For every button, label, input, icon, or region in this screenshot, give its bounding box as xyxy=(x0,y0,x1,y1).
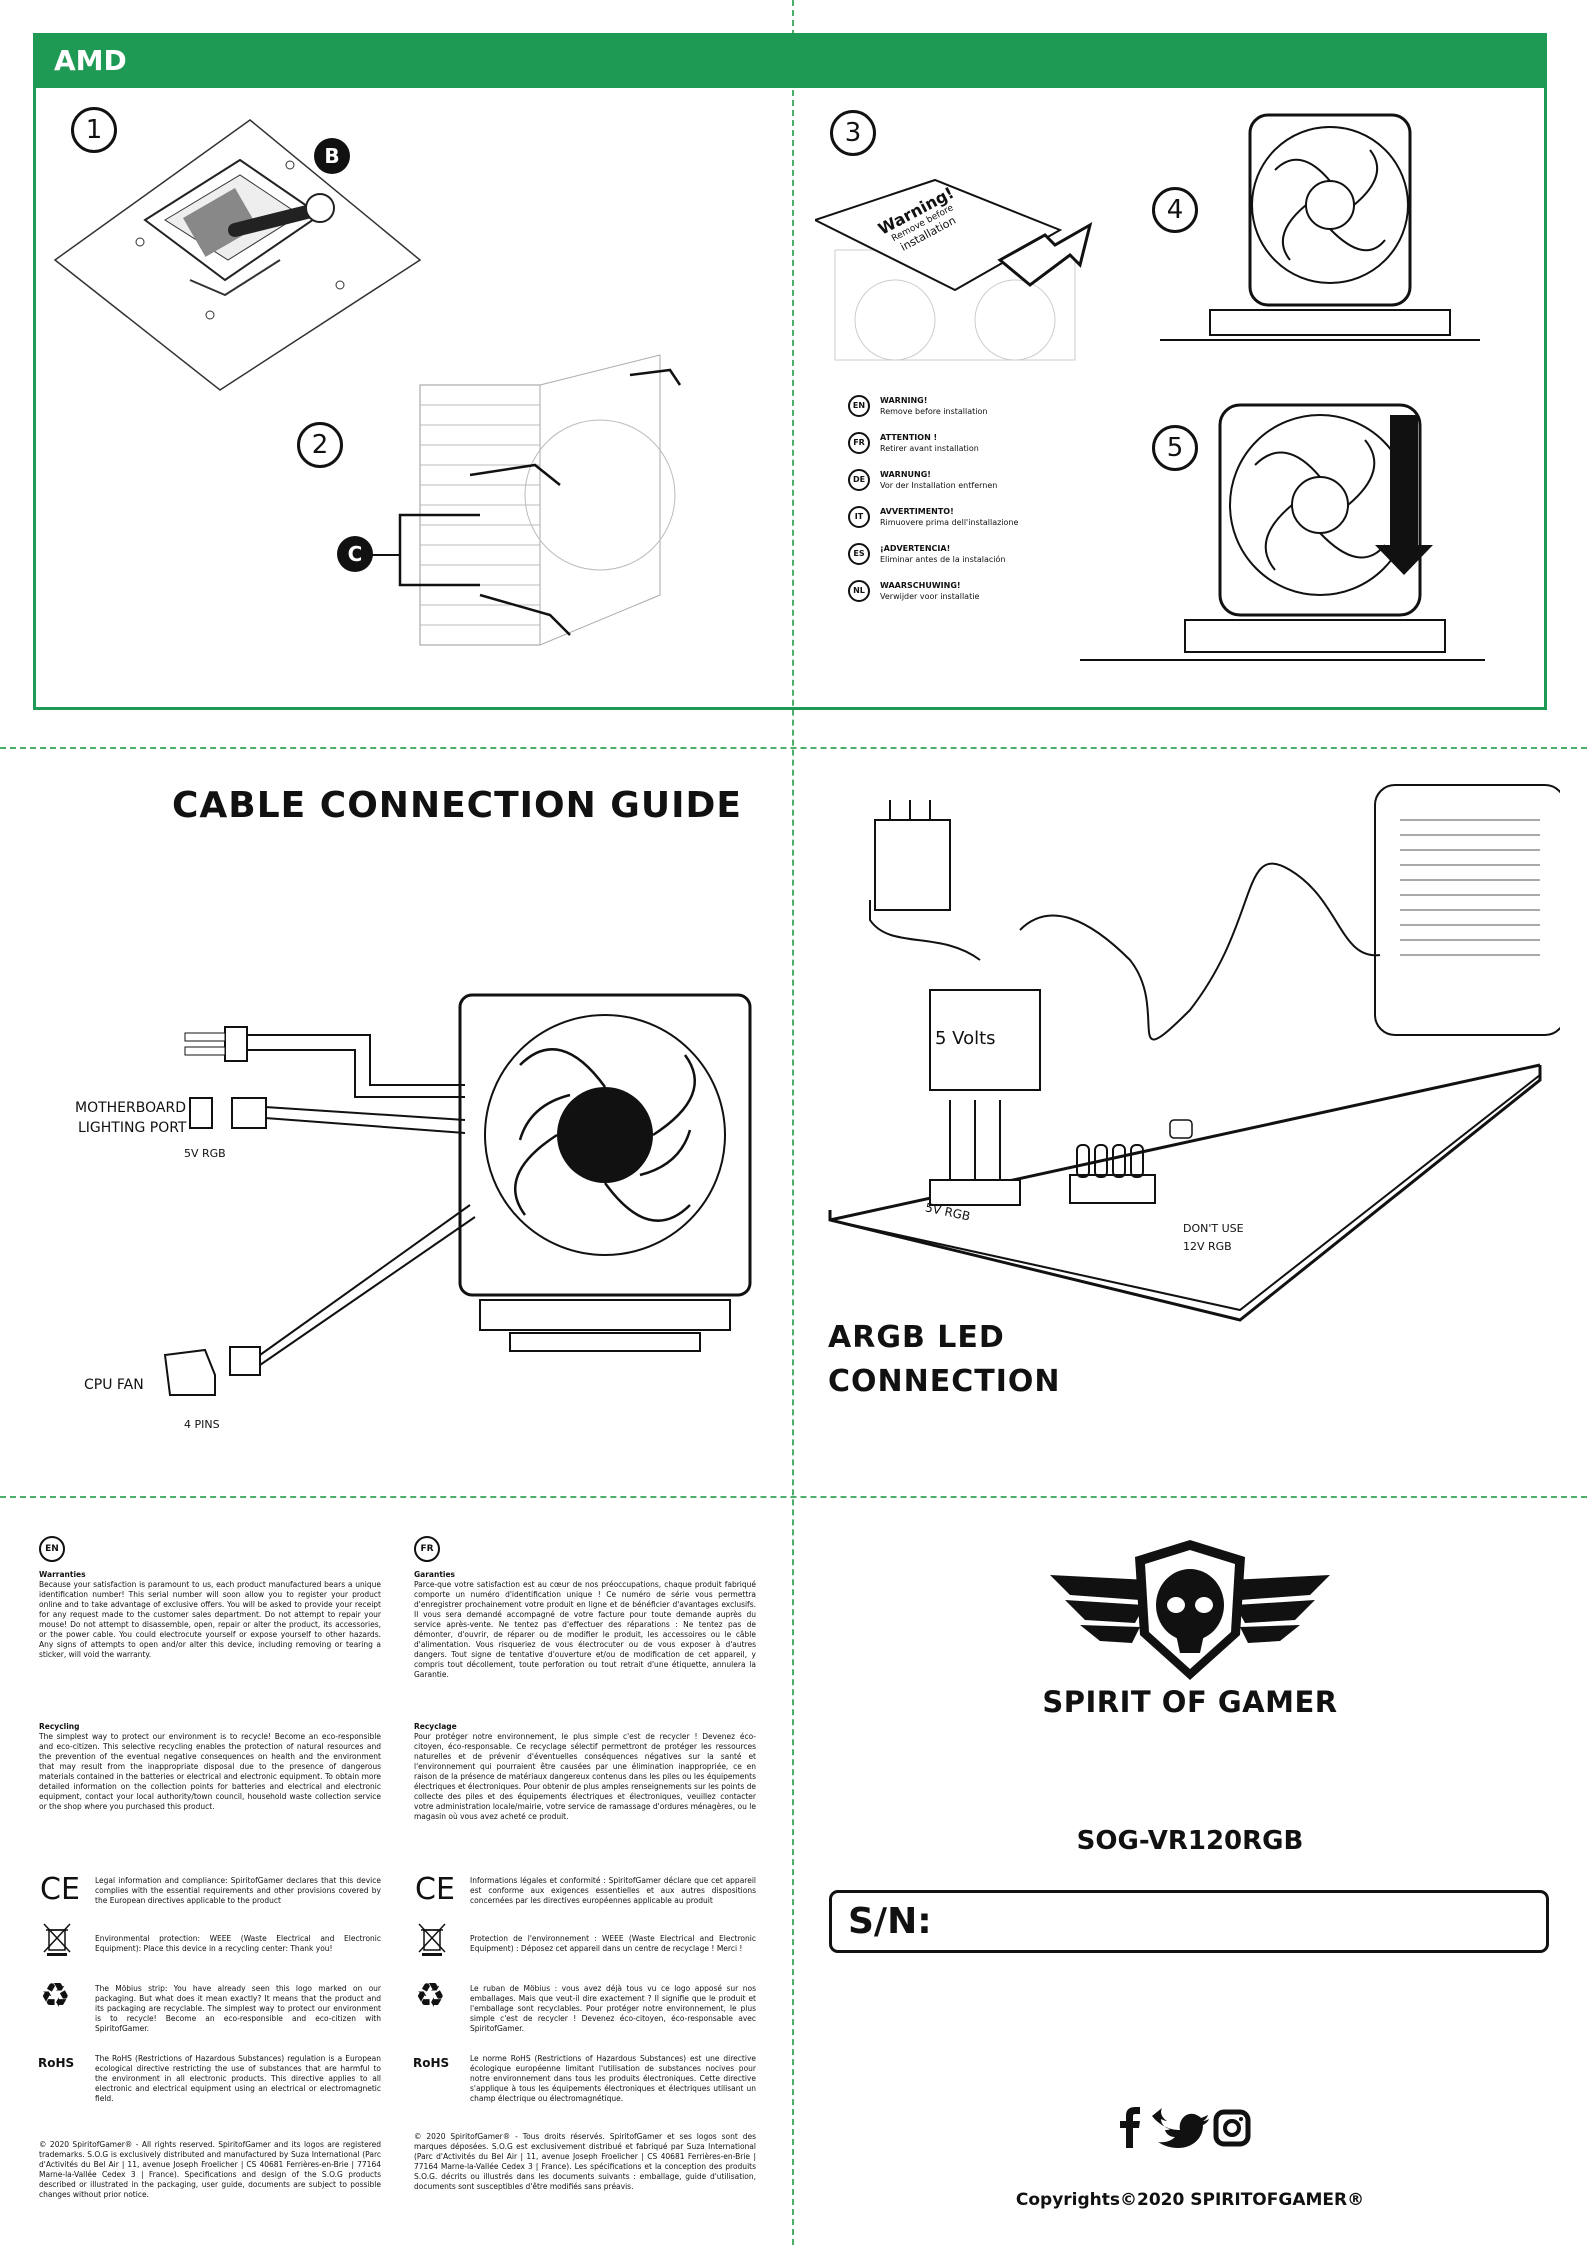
fr-recycling-block: Recyclage Pour protéger notre environnem… xyxy=(414,1722,756,1822)
warning-text: Remove before installation xyxy=(880,407,988,416)
fr-recycling-title: Recyclage xyxy=(414,1722,457,1731)
step-4-badge: 4 xyxy=(1152,187,1198,233)
motherboard-label-2: LIGHTING PORT xyxy=(78,1120,187,1136)
warning-row-en: EN WARNING! Remove before installation xyxy=(848,395,1148,429)
argb-illustration xyxy=(828,784,1560,1322)
en-recycling-text: The simplest way to protect our environm… xyxy=(39,1732,381,1811)
copyright-text: Copyrights©2020 SPIRITOFGAMER® xyxy=(1015,2190,1365,2210)
warning-title: AVVERTIMENTO! xyxy=(880,507,954,516)
rohs-icon: RoHS xyxy=(38,2056,75,2070)
lang-badge: ES xyxy=(848,543,870,565)
fr-weee-text: Protection de l'environnement : WEEE (Wa… xyxy=(470,1934,756,1953)
fr-mobius-recycle-icon: ♻ xyxy=(415,1976,446,2016)
spirit-of-gamer-logo-icon xyxy=(1050,1540,1330,1680)
horizontal-fold-line-2 xyxy=(0,1496,1587,1498)
warning-title: WAARSCHUWING! xyxy=(880,581,961,590)
warning-row-fr: FR ATTENTION ! Retirer avant installatio… xyxy=(848,432,1148,466)
callout-b: B xyxy=(314,138,350,174)
callout-c: C xyxy=(337,536,373,572)
step-5-badge: 5 xyxy=(1152,425,1198,471)
motherboard-label-1: MOTHERBOARD xyxy=(75,1100,186,1116)
cable-guide-illustration xyxy=(163,993,752,1396)
step3-illustration xyxy=(815,178,1093,361)
fr-footer-text: © 2020 SpiritofGamer® - Tous droits rése… xyxy=(414,2132,756,2191)
facebook-icon xyxy=(1120,2107,1140,2148)
en-warranties-title: Warranties xyxy=(39,1570,86,1579)
warning-title: WARNUNG! xyxy=(880,470,931,479)
dont-use-label-2: 12V RGB xyxy=(1183,1240,1232,1253)
mobius-recycle-icon: ♻ xyxy=(40,1976,71,2016)
en-language-badge: EN xyxy=(39,1536,65,1562)
en-ce-text: Legal information and compliance: Spirit… xyxy=(95,1876,381,1905)
lang-badge: NL xyxy=(848,580,870,602)
fr-warranties-block: Garanties Parce-que votre satisfaction e… xyxy=(414,1570,756,1680)
step1-illustration xyxy=(53,119,422,391)
ce-mark-icon: CE xyxy=(40,1872,80,1907)
four-pins-label: 4 PINS xyxy=(184,1418,220,1431)
amd-header-bar: AMD xyxy=(36,36,1544,88)
fr-mobius-text: Le ruban de Möbius : vous avez déjà tous… xyxy=(470,1984,756,2033)
warning-text: Rimuovere prima dell'installazione xyxy=(880,518,1019,527)
fr-ce-mark-icon: CE xyxy=(415,1872,455,1907)
warning-text: Eliminar antes de la instalación xyxy=(880,555,1006,564)
warning-row-es: ES ¡ADVERTENCIA! Eliminar antes de la in… xyxy=(848,543,1148,577)
amd-title: AMD xyxy=(54,44,127,77)
amd-installation-panel: AMD xyxy=(33,33,1547,710)
warning-row-de: DE WARNUNG! Vor der Installation entfern… xyxy=(848,469,1148,503)
lang-badge: FR xyxy=(848,432,870,454)
step5-illustration xyxy=(1080,403,1485,661)
en-weee-text: Environmental protection: WEEE (Waste El… xyxy=(95,1934,381,1953)
en-recycling-block: Recycling The simplest way to protect ou… xyxy=(39,1722,381,1812)
fr-warranties-title: Garanties xyxy=(414,1570,456,1579)
lang-badge: DE xyxy=(848,469,870,491)
fr-warranties-text: Parce-que votre satisfaction est au cœur… xyxy=(414,1580,756,1679)
model-number: SOG-VR120RGB xyxy=(1076,1826,1304,1856)
en-warranties-text: Because your satisfaction is paramount t… xyxy=(39,1580,381,1659)
warning-row-nl: NL WAARSCHUWING! Verwijder voor installa… xyxy=(848,580,1148,614)
weee-bin-icon xyxy=(43,1923,71,1956)
twitter-icon xyxy=(1152,2108,1209,2148)
argb-title-line1: ARGB LED xyxy=(828,1320,1005,1355)
five-volts-label: 5 Volts xyxy=(935,1028,996,1049)
en-footer-text: © 2020 SpiritofGamer® - All rights reser… xyxy=(39,2140,381,2199)
vertical-fold-line xyxy=(792,0,794,2245)
en-warranties-block: Warranties Because your satisfaction is … xyxy=(39,1570,381,1660)
serial-number-field: S/N: xyxy=(829,1890,1549,1953)
warning-title: WARNING! xyxy=(880,396,928,405)
fr-rohs-text: Le norme RoHS (Restrictions of Hazardous… xyxy=(470,2054,756,2103)
step2-illustration xyxy=(340,354,682,646)
step-1-badge: 1 xyxy=(71,107,117,153)
step4-illustration xyxy=(1160,113,1480,341)
en-mobius-text: The Möbius strip: You have already seen … xyxy=(95,1984,381,2033)
lang-badge: EN xyxy=(848,395,870,417)
instagram-icon xyxy=(1213,2109,1251,2147)
warning-title: ATTENTION ! xyxy=(880,433,938,442)
cable-guide-title: CABLE CONNECTION GUIDE xyxy=(172,785,742,826)
social-icons xyxy=(1120,2107,1251,2148)
warning-text: Vor der Installation entfernen xyxy=(880,481,998,490)
warning-text: Verwijder voor installatie xyxy=(880,592,980,601)
en-rohs-text: The RoHS (Restrictions of Hazardous Subs… xyxy=(95,2054,381,2103)
en-recycling-title: Recycling xyxy=(39,1722,80,1731)
horizontal-fold-line-1 xyxy=(0,747,1587,749)
warning-title: ¡ADVERTENCIA! xyxy=(880,544,951,553)
step-2-badge: 2 xyxy=(297,422,343,468)
fr-language-badge: FR xyxy=(414,1536,440,1562)
argb-title-line2: CONNECTION xyxy=(828,1364,1061,1399)
dont-use-label-1: DON'T USE xyxy=(1183,1222,1244,1235)
fr-rohs-icon: RoHS xyxy=(413,2056,450,2070)
serial-number-label: S/N: xyxy=(848,1901,932,1942)
rgb-5v-label: 5V RGB xyxy=(184,1147,226,1160)
step-3-badge: 3 xyxy=(830,110,876,156)
fr-weee-bin-icon xyxy=(418,1923,446,1956)
fr-ce-text: Informations légales et conformité : Spi… xyxy=(470,1876,756,1905)
brand-name: SPIRIT OF GAMER xyxy=(1042,1685,1338,1719)
warning-row-it: IT AVVERTIMENTO! Rimuovere prima dell'in… xyxy=(848,506,1148,540)
lang-badge: IT xyxy=(848,506,870,528)
warning-text: Retirer avant installation xyxy=(880,444,979,453)
fr-recycling-text: Pour protéger notre environnement, le pl… xyxy=(414,1732,756,1821)
cpu-fan-label: CPU FAN xyxy=(84,1377,144,1393)
